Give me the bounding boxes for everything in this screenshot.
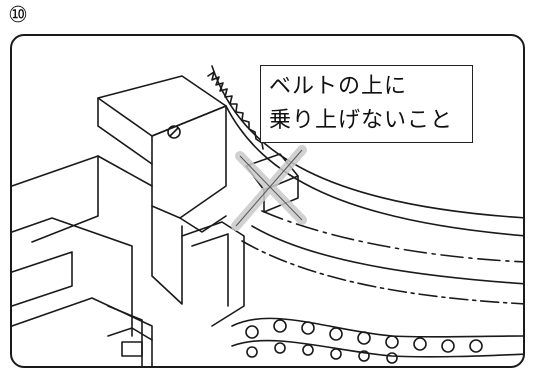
bracket-face — [151, 163, 183, 305]
bracket-block-lower — [12, 217, 133, 337]
wheel-guide-line — [261, 210, 523, 263]
assembly-illustration — [12, 65, 523, 366]
wheel-rim-lower2 — [241, 240, 523, 305]
wheel-rim-outer — [211, 65, 523, 219]
wheel-rim-inner — [225, 105, 523, 237]
bracket-front — [97, 97, 153, 165]
bracket-block — [12, 155, 99, 243]
bracket-top — [97, 75, 227, 137]
bracket-base — [12, 297, 153, 366]
bracket-strip — [181, 221, 245, 327]
bracket-slot — [107, 305, 143, 366]
chain — [231, 317, 523, 364]
warning-callout: ベルトの上に 乗り上げないこと — [260, 65, 473, 143]
callout-line-2: 乗り上げないこと — [269, 108, 454, 133]
bracket-inner — [179, 215, 227, 233]
base-plate — [12, 251, 73, 307]
bracket-strip2 — [191, 233, 229, 307]
callout-line-1: ベルトの上に — [269, 74, 408, 99]
step-number: ⑩ — [8, 3, 28, 28]
wheel-rim-lower — [251, 225, 523, 285]
screw-head — [167, 125, 181, 139]
bracket-block-side — [97, 155, 153, 187]
bracket-side — [151, 105, 227, 219]
illustration-frame: ベルトの上に 乗り上げないこと — [10, 34, 525, 368]
belt-teeth — [207, 71, 264, 150]
